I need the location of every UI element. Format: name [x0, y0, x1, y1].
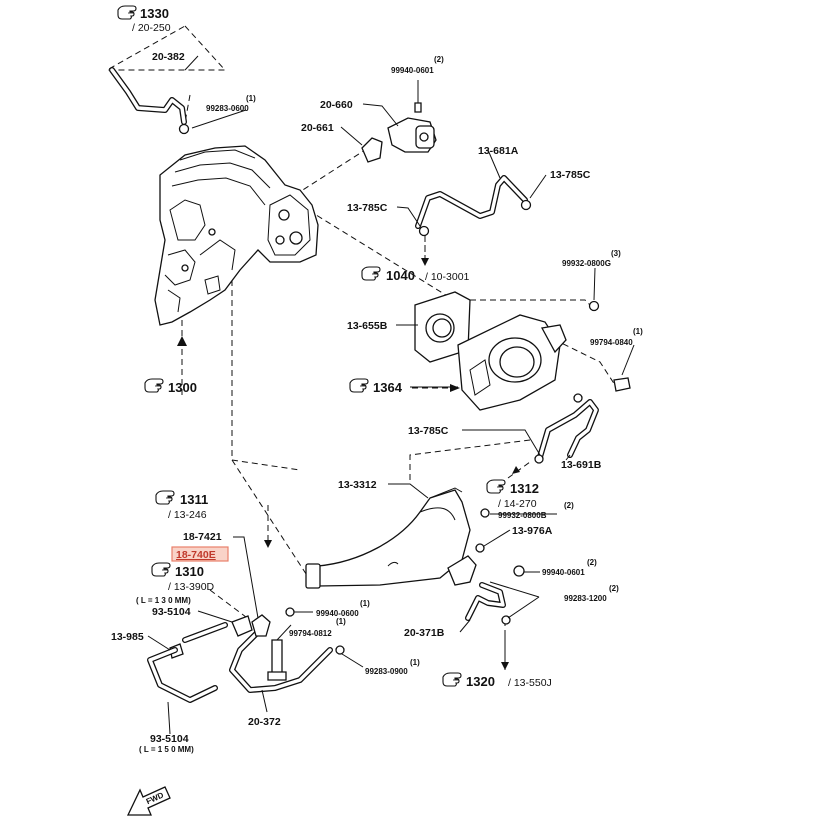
qty-99283-0900: (1): [410, 658, 420, 667]
ref-1320-number: 1320: [466, 674, 495, 689]
qty-99794-0812: (1): [336, 617, 346, 626]
part-93-5104-a-length: ( L = 1 3 0 MM): [136, 596, 191, 605]
part-99932-0800B: 99932-0800B: [498, 511, 547, 520]
part-13-785C-b: 13-785C: [347, 202, 388, 214]
qty-99940-0601-top: (2): [434, 55, 444, 64]
ref-1300-number: 1300: [168, 380, 197, 395]
qty-99283-1200: (2): [609, 584, 619, 593]
part-13-655B: 13-655B: [347, 320, 388, 332]
qty-99794-0840: (1): [633, 327, 643, 336]
part-13-3312: 13-3312: [338, 479, 377, 491]
qty-99932-0800B: (2): [564, 501, 574, 510]
ref-1312-sub: / 14-270: [498, 498, 537, 510]
ref-1040-number: 1040: [386, 268, 415, 283]
part-20-372: 20-372: [248, 716, 281, 728]
part-18-740E-highlight: [171, 546, 229, 562]
ref-1312-label[interactable]: 1312 / 14-270: [486, 479, 539, 510]
part-13-785C-a: 13-785C: [550, 169, 591, 181]
ref-1312-number: 1312: [510, 481, 539, 496]
part-93-5104-a: 93-5104: [152, 606, 191, 618]
valve-assembly: [361, 102, 437, 163]
hose-13-681A: [415, 175, 532, 237]
sensor-18-740E: [251, 607, 295, 681]
ref-1311-sub: / 13-246: [168, 509, 207, 521]
part-13-691B: 13-691B: [561, 459, 602, 471]
ref-1320-label[interactable]: 1320 / 13-550J: [442, 672, 552, 689]
ref-1310-number: 1310: [175, 564, 204, 579]
ref-1040-sub: / 10-3001: [425, 271, 470, 283]
ref-1310-sub: / 13-390D: [168, 581, 215, 593]
hose-20-371B: [465, 582, 511, 625]
part-99283-0600-top: 99283-0600: [206, 104, 249, 113]
qty-99932-0800G: (3): [611, 249, 621, 258]
part-13-785C-c: 13-785C: [408, 425, 449, 437]
part-99794-0812: 99794-0812: [289, 629, 332, 638]
part-99940-0600: 99940-0600: [316, 609, 359, 618]
hose-20-372: [229, 625, 345, 693]
part-18-740E[interactable]: 18-740E: [176, 549, 216, 561]
part-13-976A: 13-976A: [512, 525, 553, 537]
part-93-5104-b-length: ( L = 1 5 0 MM): [139, 745, 194, 754]
part-18-7421: 18-7421: [183, 531, 222, 543]
ref-1310-label[interactable]: 1310 / 13-390D: [151, 562, 215, 593]
intake-manifold: [154, 145, 319, 326]
part-13-985: 13-985: [111, 631, 144, 643]
ref-1311-label[interactable]: 1311 / 13-246: [155, 490, 208, 521]
part-20-660: 20-660: [320, 99, 353, 111]
part-99940-0601-bot: 99940-0601: [542, 568, 585, 577]
hose-93-5104-long: [147, 647, 218, 703]
hose-13-691B: [534, 393, 599, 464]
qty-99283-0600-top: (1): [246, 94, 256, 103]
ref-1364-number: 1364: [373, 380, 403, 395]
reference-dashed-lines: [105, 25, 616, 670]
leader-lines: [147, 55, 635, 735]
hose-20-382: [109, 67, 190, 135]
connector-13-976A: [447, 508, 525, 586]
part-20-661: 20-661: [301, 122, 334, 134]
qty-99940-0600: (1): [360, 599, 370, 608]
part-20-371B: 20-371B: [404, 627, 445, 639]
fwd-arrow-icon: FWD: [126, 786, 171, 816]
reference-arrows: [177, 240, 531, 670]
part-labels: 20-382 (1) 99283-0600 (2) 99940-0601 20-…: [111, 51, 643, 754]
part-20-382: 20-382: [152, 51, 185, 63]
ref-1040-label[interactable]: 1040 / 10-3001: [361, 266, 470, 283]
intake-duct: [305, 487, 471, 589]
part-93-5104-b: 93-5104: [150, 733, 189, 745]
ref-1300-label[interactable]: 1300: [144, 378, 197, 395]
part-99283-0900: 99283-0900: [365, 667, 408, 676]
ref-1330-sub: / 20-250: [132, 22, 171, 34]
part-99283-1200: 99283-1200: [564, 594, 607, 603]
ref-1330-number: 1330: [140, 6, 169, 21]
throttle-body: [414, 291, 631, 411]
part-99940-0601-top: 99940-0601: [391, 66, 434, 75]
qty-99940-0601-bot: (2): [587, 558, 597, 567]
ref-1330-label[interactable]: 1330 / 20-250: [117, 5, 171, 34]
ref-1320-sub: / 13-550J: [508, 677, 552, 689]
part-99932-0800G: 99932-0800G: [562, 259, 611, 268]
ref-1311-number: 1311: [180, 492, 208, 507]
ref-1364-label[interactable]: 1364: [349, 378, 403, 395]
part-13-681A: 13-681A: [478, 145, 519, 157]
part-99794-0840: 99794-0840: [590, 338, 633, 347]
